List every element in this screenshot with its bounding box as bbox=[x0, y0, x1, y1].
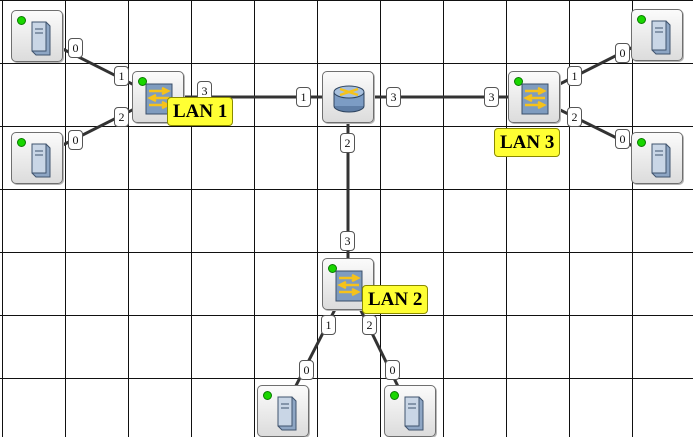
status-led bbox=[328, 264, 337, 273]
port-label: 2 bbox=[567, 107, 582, 127]
status-led bbox=[637, 15, 646, 24]
lan1-label: LAN 1 bbox=[167, 97, 234, 126]
lan3-label: LAN 3 bbox=[494, 128, 561, 157]
router-icon bbox=[333, 85, 365, 113]
port-label: 0 bbox=[615, 43, 630, 63]
status-led bbox=[390, 391, 399, 400]
computer-node-pc5[interactable] bbox=[257, 385, 309, 437]
port-label: 0 bbox=[68, 38, 83, 58]
computer-icon bbox=[404, 396, 424, 431]
port-label: 2 bbox=[114, 107, 129, 127]
port-label: 2 bbox=[362, 315, 377, 335]
switch-icon bbox=[335, 270, 363, 302]
port-label: 0 bbox=[615, 129, 630, 149]
router-node[interactable] bbox=[322, 71, 374, 123]
computer-node-pc2[interactable] bbox=[11, 132, 63, 184]
port-label: 3 bbox=[386, 87, 401, 107]
computer-icon bbox=[651, 20, 671, 55]
status-led bbox=[514, 77, 523, 86]
lan2-label: LAN 2 bbox=[362, 285, 429, 314]
computer-icon bbox=[277, 396, 297, 431]
port-label: 2 bbox=[340, 133, 355, 153]
port-label: 0 bbox=[385, 360, 400, 380]
computer-node-pc6[interactable] bbox=[384, 385, 436, 437]
computer-icon bbox=[31, 21, 51, 56]
computer-node-pc4[interactable] bbox=[631, 132, 683, 184]
port-label: 3 bbox=[484, 87, 499, 107]
switch-node-lan3[interactable] bbox=[508, 71, 560, 123]
port-label: 1 bbox=[296, 87, 311, 107]
status-led bbox=[263, 391, 272, 400]
port-label: 1 bbox=[114, 66, 129, 86]
port-label: 0 bbox=[68, 130, 83, 150]
status-led bbox=[17, 138, 26, 147]
computer-node-pc3[interactable] bbox=[631, 9, 683, 61]
port-label: 1 bbox=[321, 315, 336, 335]
switch-icon bbox=[521, 83, 549, 115]
computer-node-pc1[interactable] bbox=[11, 10, 63, 62]
port-label: 1 bbox=[567, 66, 582, 86]
status-led bbox=[637, 138, 646, 147]
computer-icon bbox=[651, 143, 671, 178]
computer-icon bbox=[31, 143, 51, 178]
status-led bbox=[17, 16, 26, 25]
status-led bbox=[138, 77, 147, 86]
port-label: 0 bbox=[299, 360, 314, 380]
port-label: 3 bbox=[340, 231, 355, 251]
